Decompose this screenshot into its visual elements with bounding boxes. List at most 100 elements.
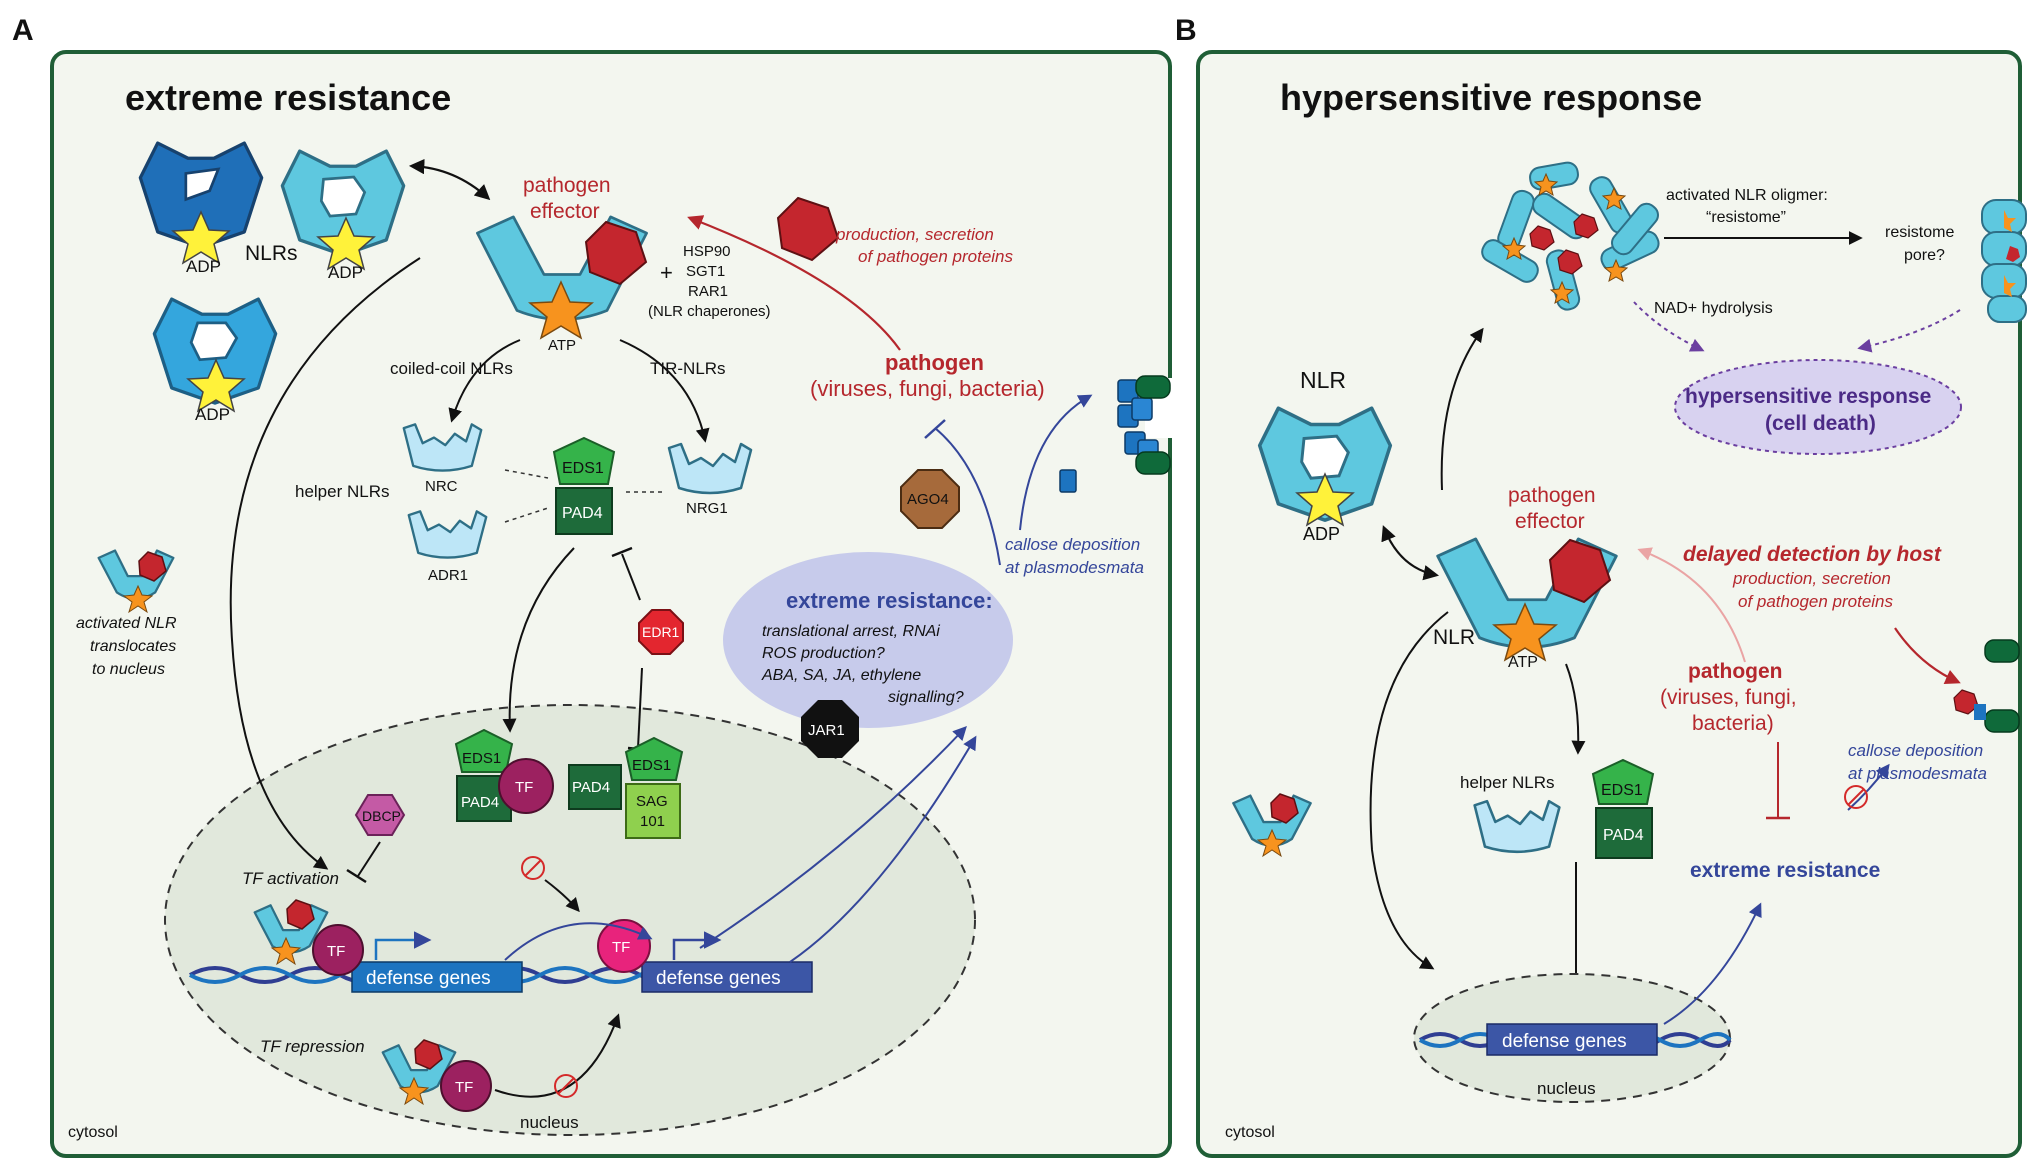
a-pd-cap-bottom	[1135, 451, 1171, 475]
panel-b-title: hypersensitive response	[1280, 77, 1702, 118]
a-pathogen-2: (viruses, fungi, bacteria)	[810, 376, 1045, 401]
panel-b-frame	[1196, 50, 2022, 1158]
a-eds1-tf-arrow	[544, 879, 580, 913]
b-pd-cap-top	[1984, 639, 2020, 663]
b-nlr-label: NLR	[1300, 367, 1346, 393]
a-gene-arc-2	[699, 725, 967, 949]
a-repression-star	[398, 1076, 430, 1106]
a-callose-arrow	[1019, 394, 1093, 531]
a-nuc-eds1-label: EDS1	[462, 750, 501, 767]
a-pd-cap-top	[1135, 375, 1171, 399]
a-adp-label-1: ADP	[186, 257, 221, 276]
a-effector-free	[776, 196, 840, 262]
a-block-symbol-1-line	[524, 859, 542, 877]
a-er-line-3: ABA, SA, JA, ethylene	[761, 667, 921, 684]
a-atp-star	[528, 280, 594, 340]
b-resistome-2: pore?	[1904, 247, 1945, 264]
a-edr1-line	[637, 667, 643, 749]
a-nuc-pad4-label: PAD4	[461, 794, 499, 811]
b-small-nlr-effector	[1270, 793, 1299, 824]
a-tir-arrow	[619, 339, 710, 443]
a-er-line-1: translational arrest, RNAi	[762, 623, 940, 640]
b-nlr2-label: NLR	[1433, 626, 1475, 649]
a-adr1-label: ADR1	[428, 567, 468, 584]
a-chaperone-2: SGT1	[686, 263, 725, 280]
a-activated-3: to nucleus	[92, 661, 165, 678]
b-nad-label: NAD+ hydrolysis	[1654, 300, 1773, 317]
a-gene-arc-1	[504, 922, 653, 961]
a-nrc-label: NRC	[425, 478, 458, 495]
a-nucleus-label: nucleus	[520, 1113, 579, 1132]
b-secretion-arrow	[1894, 627, 1961, 684]
b-pd-cap-bottom	[1984, 709, 2020, 733]
b-atp-label: ATP	[1508, 654, 1538, 671]
a-adp-label-3: ADP	[195, 405, 230, 424]
a-helper-nlrs-label: helper NLRs	[295, 482, 390, 501]
a-tss-1	[374, 931, 432, 960]
b-adp-label: ADP	[1303, 524, 1340, 544]
b-pathogen-effector-2: effector	[1515, 510, 1585, 533]
a-production-1: production, secretion	[835, 225, 994, 244]
a-defense-gene-2	[641, 961, 813, 993]
a-pad4-label: PAD4	[562, 505, 603, 522]
a-tf-activation-tf	[312, 924, 364, 976]
a-block-symbol-2-line	[557, 1077, 575, 1095]
b-extreme-resistance-label: extreme resistance	[1690, 859, 1880, 882]
a-effector-bound	[584, 220, 648, 286]
a-repression-tf-label: TF	[455, 1079, 473, 1096]
b-adp-star	[1295, 472, 1355, 527]
b-helper-arrow	[1565, 663, 1586, 755]
b-production-2: of pathogen proteins	[1738, 592, 1894, 611]
a-er-title: extreme resistance:	[786, 588, 993, 613]
b-pathogen-3: bacteria)	[1692, 712, 1774, 735]
b-cytosol-label: cytosol	[1225, 1124, 1275, 1141]
a-pathogen-1: pathogen	[885, 350, 984, 375]
a-coiled-coil-label: coiled-coil NLRs	[390, 359, 513, 378]
a-chaperone-4: (NLR chaperones)	[648, 303, 771, 320]
a-gene-arc-3	[789, 735, 977, 963]
b-hr-2: (cell death)	[1765, 412, 1876, 435]
a-repression-tf	[440, 1060, 492, 1112]
b-resistome-1: resistome	[1885, 224, 1954, 241]
b-defense-gene	[1486, 1023, 1658, 1056]
b-resistome-pore	[1981, 199, 2027, 323]
a-pathogen-inhibit-line	[934, 427, 1001, 566]
a-block-symbol-1	[521, 856, 545, 880]
a-dbcp-inhibit-bar	[346, 868, 367, 884]
b-effector-bound	[1548, 538, 1612, 604]
a-activated-2: translocates	[90, 638, 176, 655]
b-eds1-shape	[1591, 758, 1655, 805]
a-repression-effector	[414, 1039, 443, 1070]
b-pd-callose	[1974, 704, 1986, 720]
a-callose-2: at plasmodesmata	[1005, 558, 1144, 577]
b-hr-1: hypersensitive response	[1685, 385, 1931, 408]
a-edr1-shape	[638, 609, 684, 655]
a-sag101-shape	[625, 783, 681, 839]
a-er-line-2: ROS production?	[762, 645, 885, 662]
a-dbcp-inhibit-line	[357, 841, 381, 877]
a-adp-label-2: ADP	[328, 263, 363, 282]
b-oligomer-up-arrow	[1440, 327, 1484, 491]
a-tf-pink-label: TF	[612, 939, 630, 956]
a-sag-num-label: 101	[640, 813, 665, 830]
a-adp-star-1	[171, 210, 231, 265]
b-callose-1: callose deposition	[1848, 741, 1983, 760]
a-pd-callose-4	[1131, 397, 1153, 421]
a-tf-activation-tf-label: TF	[327, 943, 345, 960]
b-pathogen-1: pathogen	[1688, 660, 1783, 683]
b-helper-nlrs-label: helper NLRs	[1460, 773, 1555, 792]
a-plus: +	[660, 260, 673, 285]
a-eds1-label: EDS1	[562, 460, 604, 477]
a-pathogen-effector-1: pathogen	[523, 174, 611, 197]
a-pathogen-effector-2: effector	[530, 200, 600, 223]
a-tss-2	[672, 931, 722, 960]
a-sag-pad4-label: PAD4	[572, 779, 610, 796]
a-edr1-inhibit-line	[621, 553, 641, 601]
b-nad-arrow	[1633, 301, 1705, 352]
b-pd-effector	[1953, 689, 1979, 715]
a-callose-1: callose deposition	[1005, 535, 1140, 554]
a-er-ellipse	[723, 552, 1013, 728]
a-eds1-shape	[552, 436, 616, 485]
a-repression-arrow	[494, 1013, 621, 1098]
